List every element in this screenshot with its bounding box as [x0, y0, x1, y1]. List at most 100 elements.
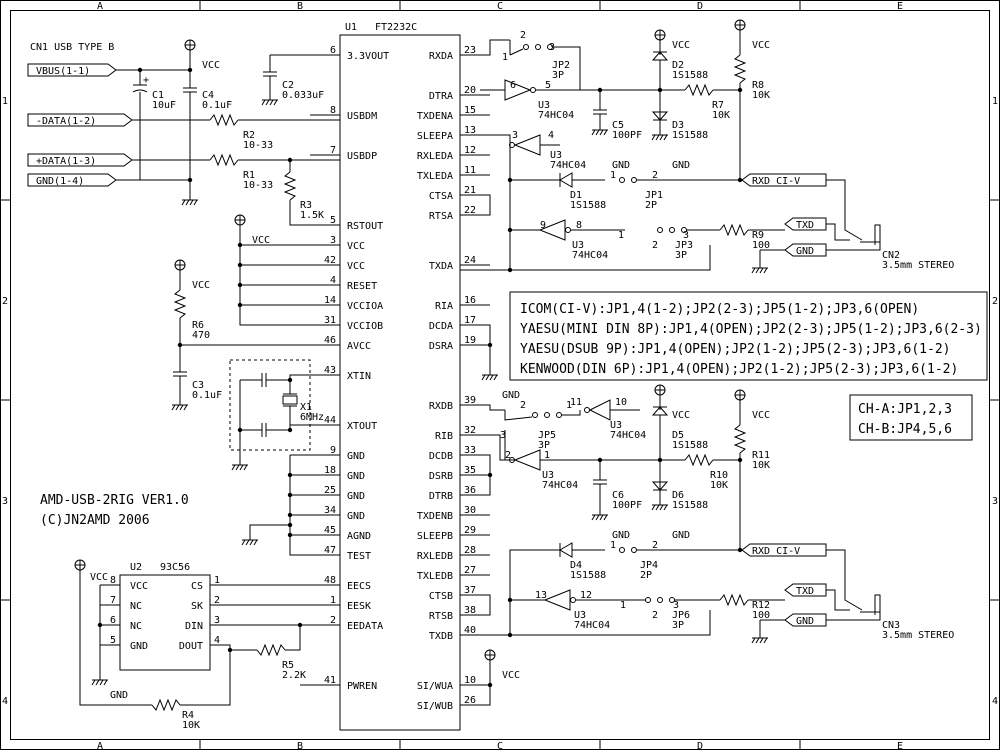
u1-pin-number: 15 [464, 105, 476, 116]
junction-dot [507, 267, 513, 273]
u2-pin-name: DIN [185, 621, 203, 632]
u1-pin-name: VCCIOB [347, 321, 383, 332]
setting-line-yaesu-mini-din: YAESU(MINI DIN 8P):JP1,4(OPEN);JP2(2-3);… [520, 322, 982, 337]
u1-pin-number: 28 [464, 545, 476, 556]
u1-pin-number: 40 [464, 625, 476, 636]
col-label-bottom-e: E [897, 741, 903, 750]
u1-pin-name: GND [347, 471, 365, 482]
col-label-bottom-a: A [97, 741, 103, 750]
vcc-label-r11: VCC [752, 410, 770, 421]
u1-pin-number: 2 [330, 615, 336, 626]
inv-a2-out: 4 [548, 130, 554, 141]
junction-dot [287, 532, 293, 538]
vcc-symbol [74, 559, 86, 571]
cn1-usb-connector: CN1 USB TYPE B VBUS(1-1) -DATA(1-2) +DAT… [27, 42, 133, 187]
d5-value: 1S1588 [672, 440, 708, 451]
u1-pin-number: 11 [464, 165, 476, 176]
row-label-right-3: 3 [992, 496, 998, 507]
channel-a-circuit: 1 2 3 JP2 3P 6 5 U3 74HC04 C5 100PF VCC … [460, 30, 954, 271]
col-label-bottom-c: C [497, 741, 503, 750]
txd-a: TXD [796, 220, 814, 231]
vcc-symbol [234, 214, 246, 226]
c3-ref: C3 [192, 380, 204, 391]
c2-ref: C2 [282, 80, 294, 91]
gnd-label-r4: GND [110, 690, 128, 701]
u1-pin-name: TXLEDA [417, 171, 453, 182]
vcc-label-u1: VCC [252, 235, 270, 246]
jp1-pin2: 2 [652, 170, 658, 181]
jp3-value: 3P [675, 250, 687, 261]
vcc-symbol [184, 39, 196, 51]
col-label-top-e: E [897, 1, 903, 12]
vcc-label-u2: VCC [90, 572, 108, 583]
r3-value: 1.5K [300, 210, 324, 221]
row-label-right-1: 1 [992, 96, 998, 107]
u3-b1-part: 74HC04 [610, 430, 646, 441]
vcc-symbols [74, 19, 746, 661]
c3-value: 0.1uF [192, 390, 222, 401]
r4-value: 10K [182, 720, 200, 731]
vcc-symbol [484, 649, 496, 661]
u1-pin-name: DCDB [429, 451, 453, 462]
d2-value: 1S1588 [672, 70, 708, 81]
ground-symbol [751, 267, 768, 274]
junction-dot [237, 302, 243, 308]
u1-pin-number: 5 [330, 215, 336, 226]
d4-ref: D4 [570, 560, 582, 571]
u1-pin-number: 3 [330, 235, 336, 246]
u1-pin-name: AGND [347, 531, 371, 542]
usb-input-wiring: + C1 10uF C4 0.1uF VCC R2 10-33 R1 10-33… [116, 50, 340, 226]
d1-value: 1S1588 [570, 200, 606, 211]
junction-dot [507, 177, 513, 183]
ground-symbol [261, 99, 278, 106]
junction-dot [597, 87, 603, 93]
c5-value: 100PF [612, 130, 642, 141]
u2-pin-name: CS [191, 581, 203, 592]
u1-pin-number: 33 [464, 445, 476, 456]
junction-dot [487, 472, 493, 478]
u2-pin-name: NC [130, 601, 142, 612]
ground-symbol [651, 134, 668, 141]
u1-pin-name: DSRB [429, 471, 453, 482]
jp3-pin3: 3 [683, 230, 689, 241]
junction-dot [657, 457, 663, 463]
vcc-symbol [174, 259, 186, 271]
u1-pin-name: DCDA [429, 321, 453, 332]
row-label-left-1: 1 [2, 96, 8, 107]
r9-value: 100 [752, 240, 770, 251]
u1-pin-number: 36 [464, 485, 476, 496]
junction-dot [507, 597, 513, 603]
channel-map-box: CH-A:JP1,2,3 CH-B:JP4,5,6 [849, 394, 973, 441]
col-label-top-b: B [297, 1, 303, 12]
u1-pin-name: USBDM [347, 111, 377, 122]
d3-value: 1S1588 [672, 130, 708, 141]
c4-value: 0.1uF [202, 100, 232, 111]
svg-text:+: + [143, 75, 149, 86]
r5-value: 2.2K [282, 670, 306, 681]
u3-a3-part: 74HC04 [572, 250, 608, 261]
cn3-ref: CN3 [882, 620, 900, 631]
junction-dot [237, 282, 243, 288]
inv-a1-in: 6 [510, 80, 516, 91]
u1-pin-number: 13 [464, 125, 476, 136]
u1-pin-number: 10 [464, 675, 476, 686]
jp4-ref: JP4 [640, 560, 658, 571]
inv-b1-out: 10 [615, 397, 627, 408]
rxd-ci-v-a: RXD_CI-V [752, 176, 800, 187]
u1-pin-number: 34 [324, 505, 336, 516]
junction-dot [737, 87, 743, 93]
junction-dot [737, 457, 743, 463]
u1-pin-name: RXLEDA [417, 151, 453, 162]
u1-pin-number: 14 [324, 295, 336, 306]
inv-b3-in: 13 [535, 590, 547, 601]
u1-pin-name: VCC [347, 261, 365, 272]
junction-dot [507, 632, 513, 638]
r12-value: 100 [752, 610, 770, 621]
row-label-left-2: 2 [2, 296, 8, 307]
u2-pin-number: 1 [214, 575, 220, 586]
u3-a1-ref: U3 [538, 100, 550, 111]
inv-b1-in: 11 [570, 397, 582, 408]
u1-pin-name: 3.3VOUT [347, 51, 389, 62]
